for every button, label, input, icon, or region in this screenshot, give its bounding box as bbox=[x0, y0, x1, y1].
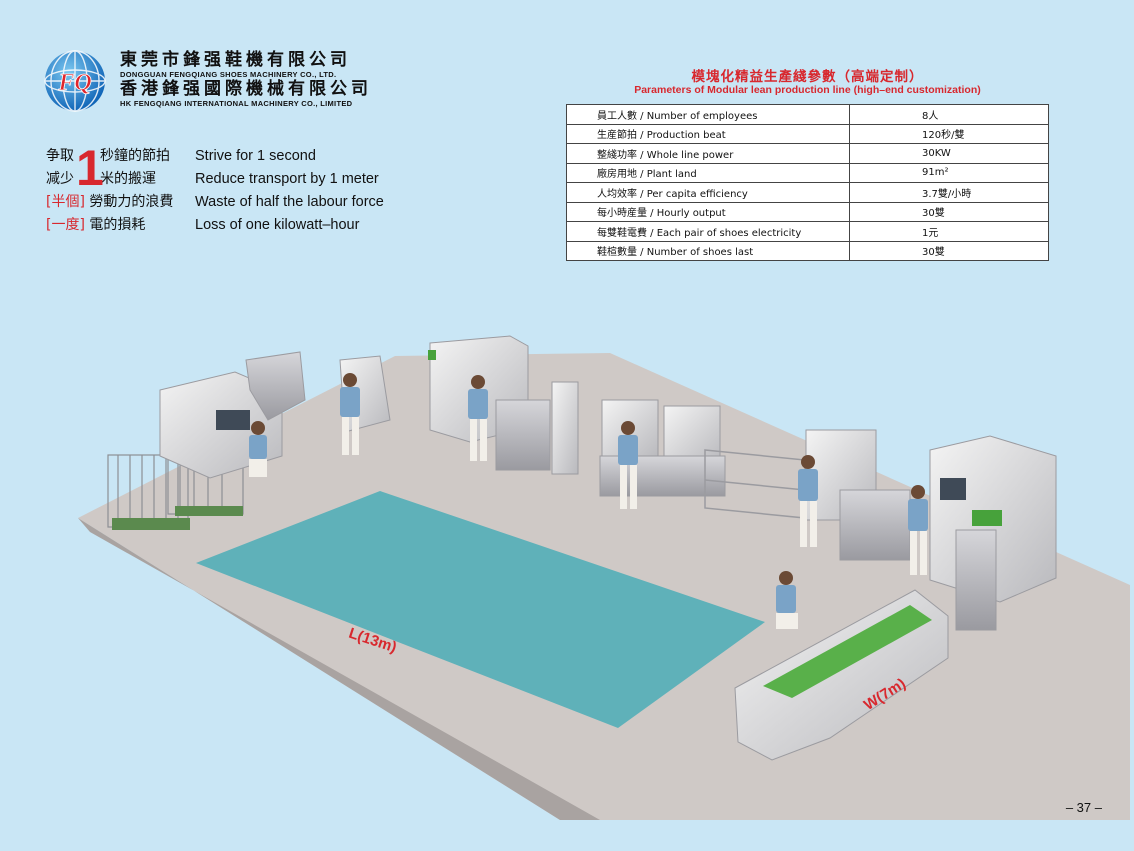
slogan-en: Reduce transport by 1 meter bbox=[195, 171, 379, 187]
cart-base bbox=[112, 518, 190, 530]
hk-company-name-cn: 香港鋒强國際機械有限公司 bbox=[120, 79, 372, 99]
production-line-illustration bbox=[78, 335, 1130, 820]
slogan-cn-prefix: [一度] bbox=[46, 217, 85, 233]
params-title-cn: 模塊化精益生產綫參數（高端定制） bbox=[691, 69, 924, 85]
slogan-cn-prefix: 争取 bbox=[46, 148, 74, 164]
param-label: 整綫功率 / Whole line power bbox=[566, 143, 850, 164]
slogan-cn: 争取 秒鐘的節拍 bbox=[46, 145, 170, 168]
param-value: 30KW bbox=[849, 143, 1049, 164]
company-names: 東莞市鋒强鞋機有限公司 DONGGUAN FENGQIANG SHOES MAC… bbox=[120, 50, 372, 108]
logo-letters: FQ bbox=[57, 70, 91, 96]
company-name-cn: 東莞市鋒强鞋機有限公司 bbox=[120, 50, 351, 70]
slogan-en: Strive for 1 second bbox=[195, 148, 316, 164]
slogan-cn-suffix: 米的搬運 bbox=[100, 171, 156, 187]
machine bbox=[495, 399, 551, 471]
slogan-cn: 减少 米的搬運 bbox=[46, 168, 156, 191]
slogan-cn-suffix: 秒鐘的節拍 bbox=[100, 148, 170, 164]
status-light bbox=[428, 350, 436, 360]
slogan-big-number: 1 bbox=[76, 140, 104, 196]
param-value: 30雙 bbox=[849, 201, 1049, 222]
company-name-en: DONGGUAN FENGQIANG SHOES MACHINERY CO., … bbox=[120, 70, 337, 79]
param-value: 120秒/雙 bbox=[849, 123, 1049, 144]
param-label: 每小時産量 / Hourly output bbox=[566, 201, 850, 222]
machine-base bbox=[955, 529, 997, 631]
param-label: 廠房用地 / Plant land bbox=[566, 162, 850, 183]
param-value: 91m² bbox=[849, 162, 1049, 183]
params-title-en: Parameters of Modular lean production li… bbox=[634, 84, 981, 96]
param-label: 人均效率 / Per capita efficiency bbox=[566, 182, 850, 203]
param-label: 鞋楦數量 / Number of shoes last bbox=[566, 240, 850, 261]
machine-base bbox=[839, 489, 911, 561]
workers bbox=[249, 373, 928, 629]
page-number: – 37 – bbox=[1065, 800, 1102, 815]
slogan-cn-suffix: 勞動力的浪費 bbox=[89, 194, 174, 210]
machine-tray bbox=[972, 510, 1002, 526]
cart-base bbox=[175, 506, 243, 516]
machine bbox=[663, 405, 721, 465]
conveyor-belt bbox=[763, 605, 932, 698]
slogan-cn: [半個] 勞動力的浪費 bbox=[46, 191, 173, 214]
slogan-cn-prefix: 减少 bbox=[46, 171, 74, 187]
machine-screen bbox=[216, 410, 250, 430]
param-label: 生産節拍 / Production beat bbox=[566, 123, 850, 144]
param-value: 3.7雙/小時 bbox=[849, 182, 1049, 203]
slogan-cn: [一度] 電的損耗 bbox=[46, 214, 145, 237]
param-label: 員工人數 / Number of employees bbox=[566, 104, 850, 125]
machine-screen bbox=[940, 478, 966, 500]
param-value: 1元 bbox=[849, 221, 1049, 242]
param-value: 30雙 bbox=[849, 240, 1049, 261]
slogan-en: Waste of half the labour force bbox=[195, 194, 384, 210]
hk-company-name-en: HK FENGQIANG INTERNATIONAL MACHINERY CO.… bbox=[120, 99, 353, 108]
working-area bbox=[196, 491, 765, 728]
param-value: 8人 bbox=[849, 104, 1049, 125]
param-label: 每雙鞋電費 / Each pair of shoes electricity bbox=[566, 221, 850, 242]
machine bbox=[551, 381, 579, 475]
slogan-cn-suffix: 電的損耗 bbox=[89, 217, 146, 233]
slogan-en: Loss of one kilowatt–hour bbox=[195, 217, 360, 233]
company-logo-globe: FQ bbox=[44, 50, 106, 112]
machine bbox=[245, 351, 306, 421]
slogan-cn-prefix: [半個] bbox=[46, 194, 85, 210]
